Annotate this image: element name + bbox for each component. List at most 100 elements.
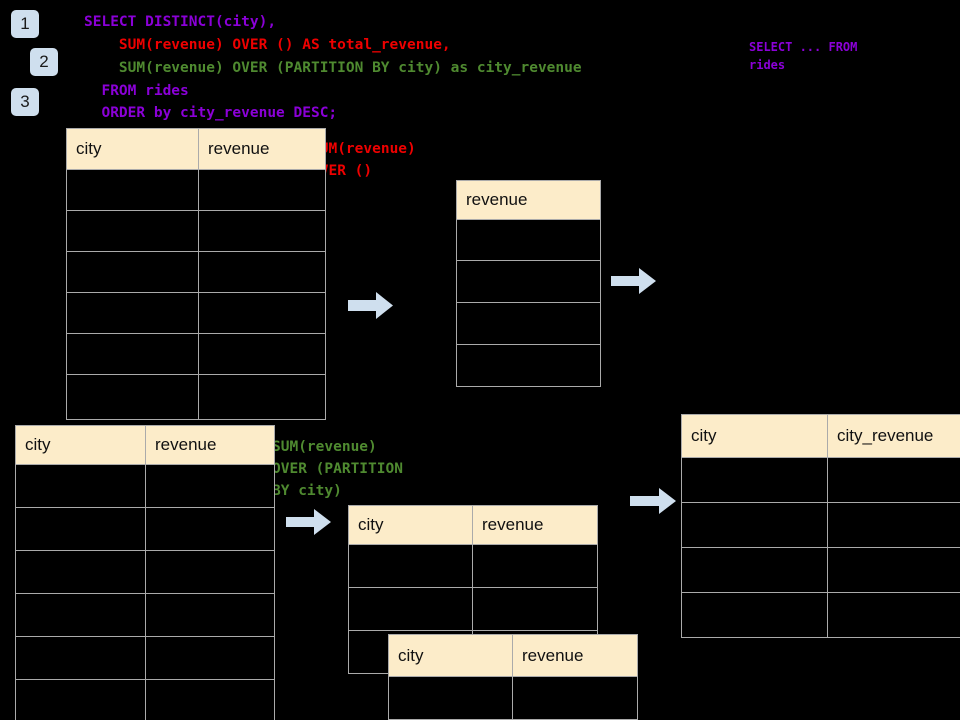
cell-city xyxy=(15,550,146,594)
annotation-sum-over-partition: SUM(revenue) OVER (PARTITION BY city) xyxy=(272,439,403,499)
cell-revenue xyxy=(145,593,275,637)
cell-city xyxy=(15,679,146,720)
cell-city xyxy=(15,636,146,680)
table-header-row: city revenue xyxy=(15,425,275,465)
column-header-city: city xyxy=(66,128,199,170)
table-row xyxy=(681,457,960,503)
cell-city xyxy=(388,676,513,720)
cell-revenue xyxy=(198,169,326,211)
table-row xyxy=(681,547,960,593)
arrow-rides-to-partition xyxy=(286,509,331,535)
table-header-row: city revenue xyxy=(388,634,638,677)
cell-revenue xyxy=(472,544,598,588)
cell-revenue xyxy=(456,344,601,387)
cell-revenue xyxy=(145,464,275,508)
cell-city xyxy=(681,457,828,503)
cell-city-revenue xyxy=(827,592,960,638)
table-header-row: revenue xyxy=(456,180,601,220)
sql-line-from: FROM rides xyxy=(84,83,189,99)
column-header-revenue: revenue xyxy=(472,505,598,545)
step-badge-1: 1 xyxy=(11,10,39,38)
cell-city xyxy=(66,374,199,420)
cell-city-revenue xyxy=(827,457,960,503)
cell-city xyxy=(66,210,199,252)
table-row xyxy=(15,679,275,720)
arrow-partition-to-result xyxy=(630,488,676,514)
column-header-city: city xyxy=(348,505,473,545)
table-row xyxy=(66,374,326,420)
arrow-rides-to-total xyxy=(348,292,393,319)
cell-city xyxy=(66,333,199,375)
cell-city xyxy=(66,169,199,211)
table-row xyxy=(66,169,326,211)
cell-city-revenue xyxy=(827,502,960,548)
cell-city xyxy=(15,593,146,637)
column-header-city: city xyxy=(15,425,146,465)
cell-revenue xyxy=(198,374,326,420)
result-table: city city_revenue xyxy=(681,414,960,638)
column-header-revenue: revenue xyxy=(145,425,275,465)
column-header-city-revenue: city_revenue xyxy=(827,414,960,458)
table-row xyxy=(66,210,326,252)
rides-source-table-top: city revenue xyxy=(66,128,326,420)
table-row xyxy=(348,587,598,631)
total-revenue-table: revenue xyxy=(456,180,601,387)
cell-city xyxy=(681,547,828,593)
cell-revenue xyxy=(456,302,601,345)
sidenote-select-from-rides: SELECT ... FROM rides xyxy=(749,40,858,72)
cell-city xyxy=(15,507,146,551)
annotation-sum-over-empty: SUM(revenue) OVER () xyxy=(311,141,416,179)
column-header-revenue: revenue xyxy=(512,634,638,677)
table-row xyxy=(456,260,601,303)
cell-revenue xyxy=(145,679,275,720)
cell-revenue xyxy=(198,333,326,375)
cell-revenue xyxy=(145,507,275,551)
table-row xyxy=(66,333,326,375)
table-header-row: city revenue xyxy=(348,505,598,545)
table-row xyxy=(681,592,960,638)
arrow-total-to-result xyxy=(611,268,656,294)
step-badge-3: 3 xyxy=(11,88,39,116)
column-header-revenue: revenue xyxy=(456,180,601,220)
cell-city xyxy=(15,464,146,508)
cell-revenue xyxy=(198,210,326,252)
rides-source-table-bottom: city revenue xyxy=(15,425,275,720)
table-header-row: city revenue xyxy=(66,128,326,170)
cell-city-revenue xyxy=(827,547,960,593)
table-row xyxy=(15,464,275,508)
table-row xyxy=(15,593,275,637)
table-row xyxy=(15,550,275,594)
cell-city xyxy=(348,587,473,631)
cell-city xyxy=(681,502,828,548)
cell-revenue xyxy=(145,636,275,680)
column-header-revenue: revenue xyxy=(198,128,326,170)
sql-line-order-by: ORDER by city_revenue DESC; xyxy=(84,105,338,121)
cell-revenue xyxy=(198,251,326,293)
cell-revenue xyxy=(456,260,601,303)
partition-group-table-front: city revenue xyxy=(388,634,638,720)
cell-city xyxy=(66,251,199,293)
table-row xyxy=(681,502,960,548)
table-row xyxy=(456,344,601,387)
cell-revenue xyxy=(512,676,638,720)
table-row xyxy=(348,544,598,588)
table-row xyxy=(15,636,275,680)
column-header-city: city xyxy=(681,414,828,458)
table-row xyxy=(456,302,601,345)
table-row xyxy=(388,676,638,720)
table-row xyxy=(66,251,326,293)
table-row xyxy=(66,292,326,334)
cell-city xyxy=(348,544,473,588)
cell-revenue xyxy=(456,219,601,261)
column-header-city: city xyxy=(388,634,513,677)
table-header-row: city city_revenue xyxy=(681,414,960,458)
cell-city xyxy=(66,292,199,334)
cell-city xyxy=(681,592,828,638)
step-badge-2: 2 xyxy=(30,48,58,76)
cell-revenue xyxy=(145,550,275,594)
cell-revenue xyxy=(198,292,326,334)
table-row xyxy=(15,507,275,551)
table-row xyxy=(456,219,601,261)
sql-line-select: SELECT DISTINCT(city), xyxy=(84,14,277,30)
